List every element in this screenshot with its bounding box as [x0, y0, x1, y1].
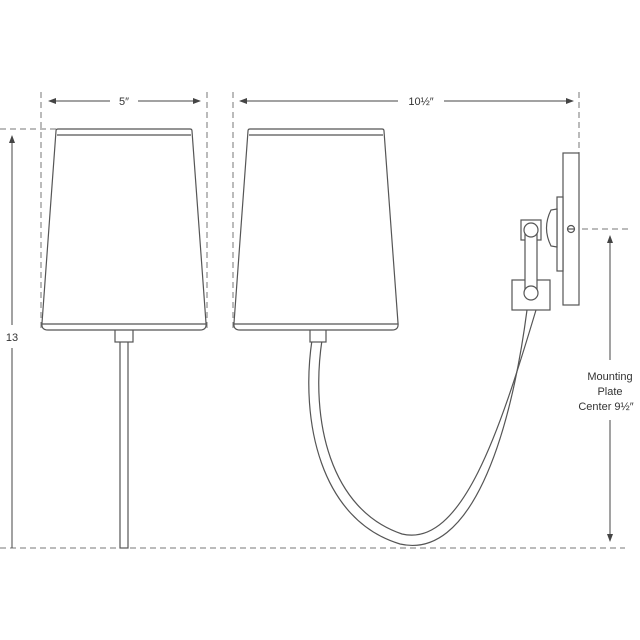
dimension-front-width: 5″	[48, 96, 201, 108]
dimension-mounting-center: Mounting Plate Center 9½″	[578, 235, 634, 542]
side-view	[233, 128, 580, 547]
guide-lines	[0, 92, 628, 549]
height-label: 13	[6, 332, 18, 344]
dimension-height: 13	[6, 135, 18, 548]
side-shade	[233, 128, 399, 331]
mounting-label-2: Plate	[597, 386, 622, 398]
front-width-label: 5″	[119, 96, 129, 108]
front-shade	[41, 128, 207, 331]
mounting-label-3: Center 9½″	[578, 401, 633, 413]
side-width-label: 10½″	[408, 96, 433, 108]
dimension-side-width: 10½″	[239, 96, 574, 108]
front-view	[41, 128, 207, 549]
mounting-label-1: Mounting	[587, 371, 632, 383]
canopy	[545, 208, 558, 248]
curved-arm	[308, 309, 528, 547]
